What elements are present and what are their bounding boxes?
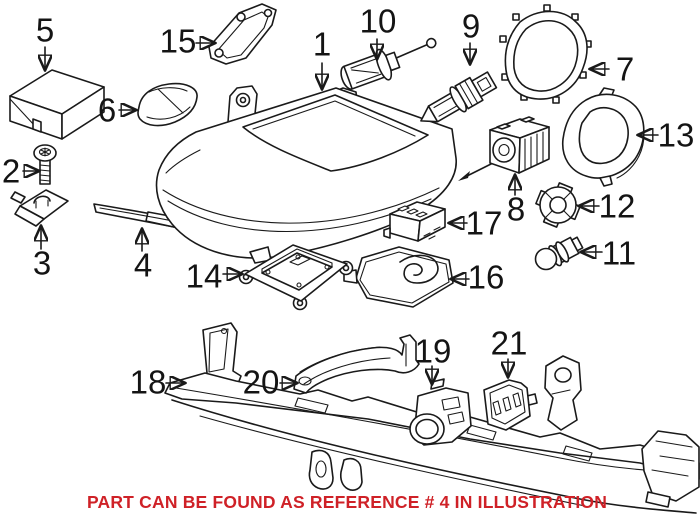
part-21-holder-plate-drawing [483,379,538,431]
callout-label-18: 18 [129,363,167,401]
part-6-cover-cap-drawing [137,82,198,127]
part-12-bulb-socket-drawing [535,182,581,228]
part-20-bracket-arm-drawing [293,334,420,394]
part-17-connector-module-drawing [383,201,446,242]
callout-arrows [22,39,659,383]
callout-label-14: 14 [185,257,223,295]
callout-label-1: 1 [312,25,332,63]
part-5-control-module-box-drawing [9,69,105,140]
callout-label-21: 21 [490,324,528,362]
callout-label-20: 20 [242,363,280,401]
part-1-headlight-assembly-drawing [155,85,457,264]
part-19-sensor-drawing [409,378,472,446]
part-13-rear-cover-cap-drawing [561,87,645,187]
callout-label-2: 2 [1,152,21,190]
part-7-seal-gasket-drawing [499,4,592,104]
part-8-xenon-igniter-drawing [458,116,550,181]
callout-label-12: 12 [598,187,636,225]
callout-label-9: 9 [461,7,481,45]
callout-label-15: 15 [159,22,197,60]
callout-label-3: 3 [32,244,52,282]
callout-label-4: 4 [133,246,153,284]
callout-label-8: 8 [506,190,526,228]
callout-label-17: 17 [465,204,503,242]
reference-notice: PART CAN BE FOUND AS REFERENCE # 4 IN IL… [86,492,608,512]
part-10-halogen-bulb-drawing [340,37,437,90]
callout-label-16: 16 [467,258,505,296]
callout-label-11: 11 [601,234,637,272]
callout-label-13: 13 [657,116,695,154]
callout-label-10: 10 [359,2,397,40]
part-11-small-bulb-drawing [534,236,584,271]
callout-label-6: 6 [97,91,117,129]
part-3-clip-nut-drawing [10,189,69,227]
part-16-ballast-unit-drawing [343,246,454,308]
part-14-driver-module-drawing [238,244,354,311]
part-9-bulb-with-socket-drawing [420,71,498,123]
part-2-screw-drawing [33,144,57,185]
callout-label-5: 5 [35,11,55,49]
callout-label-7: 7 [615,50,635,88]
part-15-mounting-bracket-drawing [208,3,277,65]
callout-label-19: 19 [414,332,452,370]
